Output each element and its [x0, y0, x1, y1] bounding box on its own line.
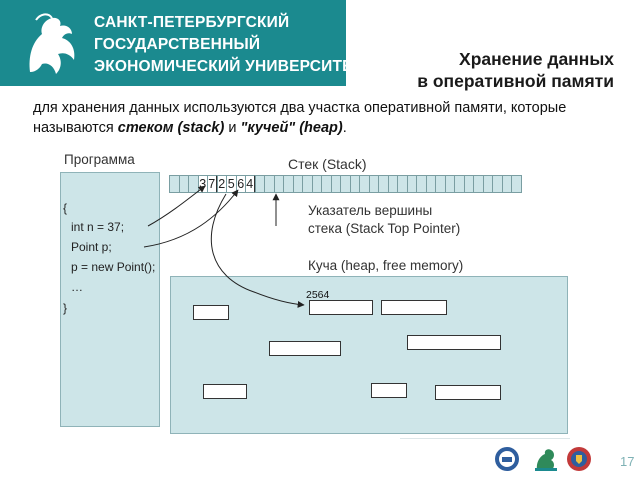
program-box — [60, 172, 160, 427]
stack-pointer-label-line-1: Указатель вершины — [308, 203, 433, 218]
heap-label: Куча (heap, free memory) — [308, 258, 464, 273]
slide-title-line-2: в оперативной памяти — [417, 71, 614, 91]
shield-emblem-icon — [567, 447, 591, 471]
code-line-new-point: p = new Point(); — [71, 260, 156, 274]
slide-title: Хранение данных в оперативной памяти — [417, 48, 614, 92]
stack-pointer-label-line-2: стека (Stack Top Pointer) — [308, 221, 461, 236]
stack-label: Стек (Stack) — [288, 156, 367, 172]
code-line-int-n: int n = 37; — [71, 220, 125, 234]
heap-address-label: 2564 — [306, 289, 330, 301]
code-line-close-brace: } — [63, 301, 68, 315]
heap-block — [371, 383, 407, 398]
university-name-line-3: ЭКОНОМИЧЕСКИЙ УНИВЕРСИТЕТ — [94, 58, 363, 75]
header-band: САНКТ-ПЕТЕРБУРГСКИЙ ГОСУДАРСТВЕННЫЙ ЭКОН… — [0, 0, 362, 86]
griffin-emblem-icon — [535, 449, 557, 471]
program-label: Программа — [64, 152, 135, 167]
university-name-line-1: САНКТ-ПЕТЕРБУРГСКИЙ — [94, 14, 290, 31]
stack-pointer-label: Указатель вершины стека (Stack Top Point… — [308, 202, 460, 238]
slide-title-line-1: Хранение данных — [459, 49, 614, 69]
heap-block — [193, 305, 229, 320]
heap-block — [381, 300, 447, 315]
code-line-open-brace: { — [63, 201, 68, 215]
footer-divider — [400, 438, 570, 439]
intro-part-2: и — [224, 120, 241, 136]
university-name-line-2: ГОСУДАРСТВЕННЫЙ — [94, 36, 261, 53]
heap-term: "кучей" (heap) — [240, 120, 343, 136]
intro-part-3: . — [342, 120, 347, 136]
university-seal-icon — [495, 447, 519, 471]
heap-block — [435, 385, 501, 400]
stack-cell — [511, 175, 522, 193]
heap-block — [203, 384, 247, 399]
code-line-ellipsis: … — [71, 280, 83, 294]
stack-term: стеком (stack) — [117, 120, 225, 136]
intro-part-1: для хранения данных используются два уча… — [33, 100, 567, 136]
code-line-point-p: Point p; — [71, 240, 112, 254]
page-number: 17 — [620, 454, 635, 469]
intro-text: для хранения данных используются два уча… — [33, 98, 623, 138]
heap-block — [269, 341, 341, 356]
griffin-logo-icon — [29, 13, 75, 74]
heap-block — [407, 335, 501, 350]
heap-block-point-object — [309, 300, 373, 315]
heap-box — [170, 276, 568, 434]
